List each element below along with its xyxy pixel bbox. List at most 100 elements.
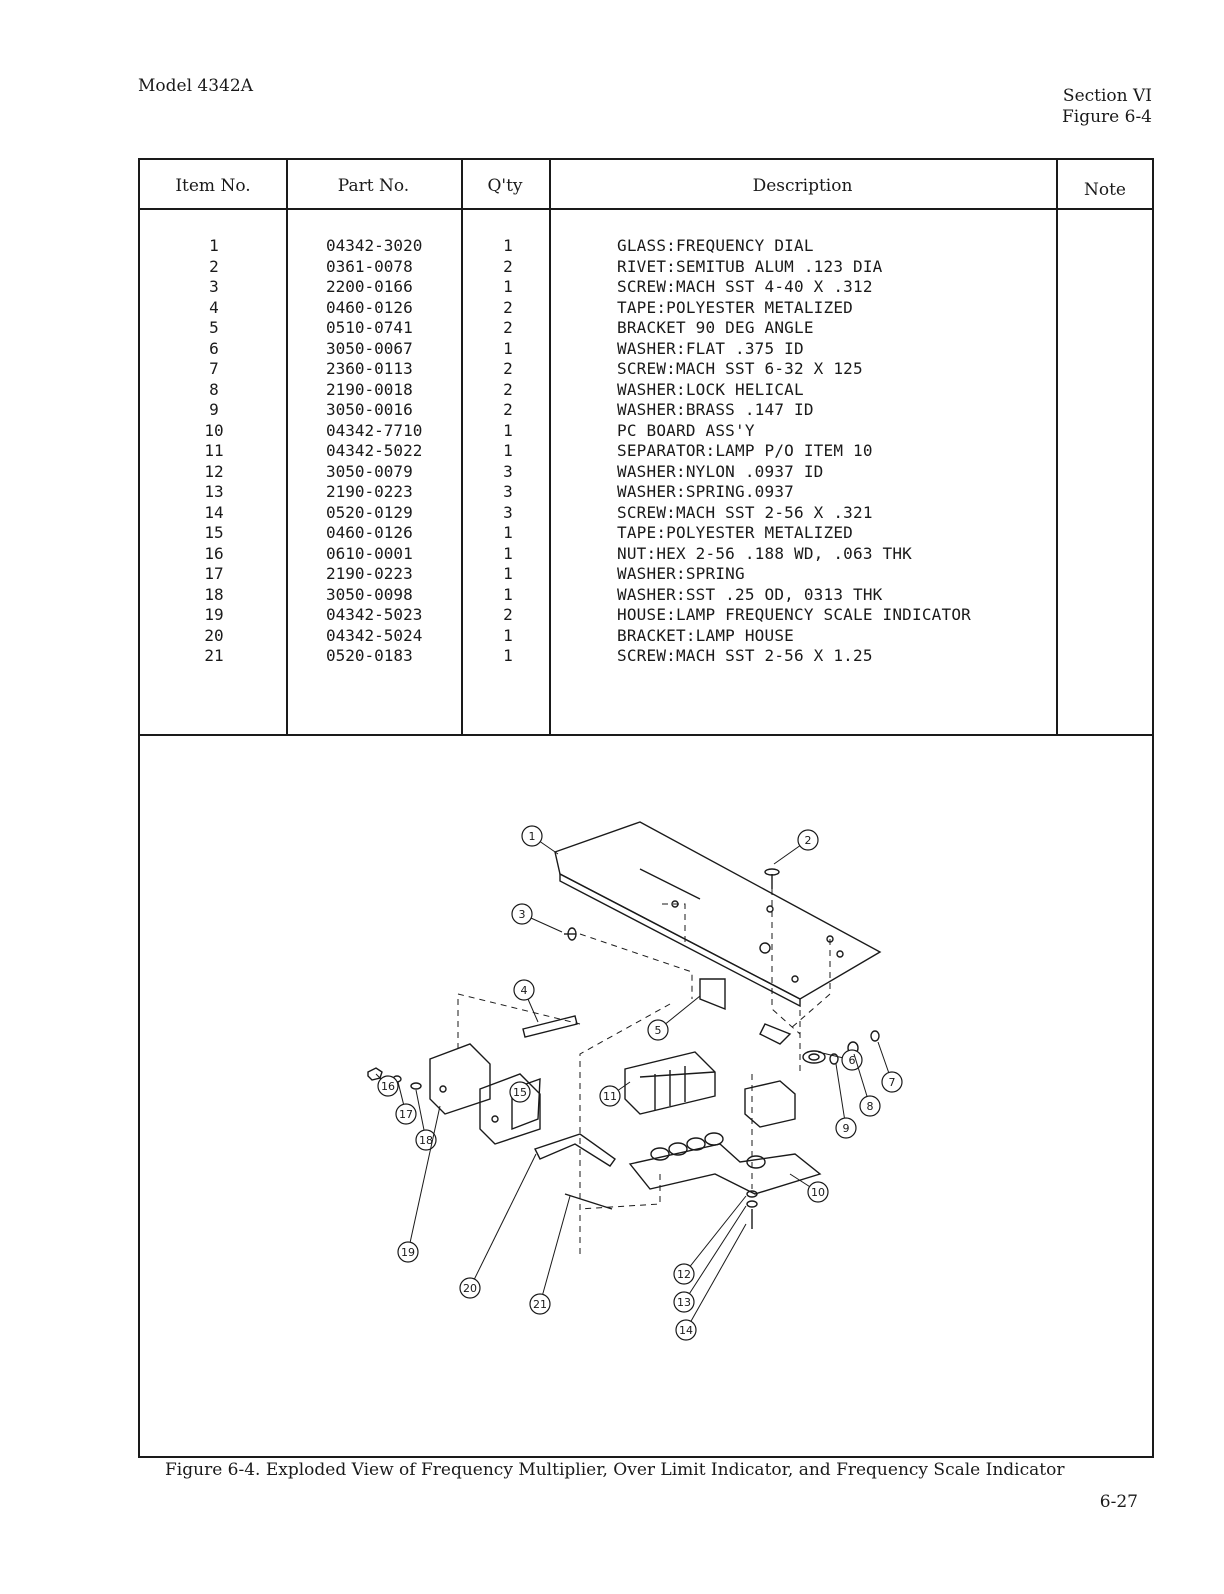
quantity: 1 (503, 646, 513, 665)
description: WASHER:SPRING.0937 (617, 482, 794, 501)
description: WASHER:SPRING (617, 564, 745, 583)
angle-bracket (699, 978, 726, 1011)
description: BRACKET:LAMP HOUSE (617, 625, 794, 645)
lamp-house (429, 1043, 491, 1115)
item-number: 4 (209, 297, 219, 317)
screw (870, 1030, 880, 1042)
part-number: 2360-0113 (326, 359, 413, 378)
description: WASHER:LOCK HELICAL (617, 379, 804, 399)
part-number: 3050-0067 (326, 338, 413, 358)
callout-circle (513, 979, 535, 1001)
quantity: 3 (503, 461, 513, 481)
callout-circle (397, 1241, 419, 1263)
item-number: 6 (209, 338, 219, 358)
quantity: 1 (503, 543, 513, 563)
part-number: 3050-0098 (326, 584, 413, 604)
part-number: 04342-5023 (326, 605, 423, 624)
item-number: 20 (204, 625, 224, 645)
callout-leader (685, 1223, 747, 1331)
item-number: 14 (204, 502, 224, 522)
part-number: 3050-0016 (326, 400, 413, 419)
description: RIVET:SEMITUB ALUM .123 DIA (617, 256, 883, 276)
part-number: 0510-0741 (326, 318, 413, 337)
column-header-qty: Q'ty (487, 176, 523, 196)
quantity: 1 (503, 564, 513, 583)
lamp-house-bracket (534, 1133, 616, 1167)
callout-label: 7 (889, 1076, 896, 1089)
callout-label: 10 (811, 1186, 825, 1199)
lamp-house-hole (439, 1085, 447, 1093)
description: SEPARATOR:LAMP P/O ITEM 10 (617, 441, 873, 460)
quantity: 1 (503, 523, 513, 542)
item-number: 2 (209, 256, 219, 276)
column-header-item: Item No. (175, 176, 251, 196)
quantity: 1 (503, 277, 513, 296)
dial-hole (766, 905, 774, 913)
callout-circle (673, 1263, 695, 1285)
callout-circle (881, 1071, 903, 1093)
part-number: 0520-0129 (326, 502, 413, 522)
callout-circle (511, 903, 533, 925)
callout-circle (859, 1095, 881, 1117)
callout-label: 15 (513, 1086, 527, 1099)
item-number: 17 (204, 564, 224, 583)
callout-label: 12 (677, 1268, 691, 1281)
callout-label: 6 (849, 1054, 856, 1067)
description: WASHER:FLAT .375 ID (617, 338, 804, 358)
angle-bracket (759, 1023, 792, 1045)
part-number: 04342-3020 (326, 236, 423, 255)
figure-caption: Figure 6-4. Exploded View of Frequency M… (165, 1460, 1065, 1480)
section-label: Section VI (1062, 86, 1152, 106)
tape-strip (511, 1077, 541, 1131)
assembly-line (579, 1003, 671, 1254)
callout-label: 13 (677, 1296, 691, 1309)
pc-board (628, 1143, 822, 1195)
item-number: 9 (209, 400, 219, 419)
part-number: 0610-0001 (326, 543, 413, 563)
callout-leader (683, 1195, 747, 1275)
spring-washer (746, 1200, 758, 1208)
part-number: 0460-0126 (326, 523, 413, 542)
lamp-house (479, 1073, 541, 1145)
tape-strip (522, 1015, 578, 1038)
lamp-separator (624, 1051, 716, 1115)
part-number: 04342-5024 (326, 625, 423, 645)
callout-label: 20 (463, 1282, 477, 1295)
assembly-line (789, 939, 831, 1030)
quantity: 1 (503, 441, 513, 460)
callout-circle (395, 1103, 417, 1125)
callout-label: 1 (529, 830, 536, 843)
callout-circle (797, 829, 819, 851)
quantity: 2 (503, 400, 513, 419)
item-number: 19 (204, 605, 224, 624)
description: PC BOARD ASS'Y (617, 420, 755, 440)
column-divider (461, 160, 463, 734)
description: GLASS:FREQUENCY DIAL (617, 236, 814, 255)
callout-leader (539, 1195, 571, 1305)
figure-frame: Item No. Part No. Q'ty Description Note … (138, 158, 1154, 1458)
page-number: 6-27 (1099, 1492, 1138, 1512)
callout-label: 19 (401, 1246, 415, 1259)
part-number: 0361-0078 (326, 256, 413, 276)
assembly-line (579, 933, 693, 999)
part-number: 04342-5022 (326, 441, 423, 460)
callout-circle (509, 1081, 531, 1103)
callout-circle (599, 1085, 621, 1107)
sst-washer (410, 1082, 422, 1090)
callout-circle (673, 1291, 695, 1313)
item-number: 11 (204, 441, 224, 460)
description: NUT:HEX 2-56 .188 WD, .063 THK (617, 543, 912, 563)
section-heading: Section VI Figure 6-4 (1062, 86, 1152, 128)
callout-circle (521, 825, 543, 847)
callout-label: 21 (533, 1298, 547, 1311)
quantity: 2 (503, 359, 513, 378)
callout-label: 4 (521, 984, 528, 997)
callout-circle (807, 1181, 829, 1203)
quantity: 1 (503, 625, 513, 645)
brass-washer (829, 1053, 839, 1065)
column-header-part: Part No. (337, 176, 410, 196)
nylon-washer (746, 1190, 758, 1198)
flat-washer (802, 1050, 826, 1064)
